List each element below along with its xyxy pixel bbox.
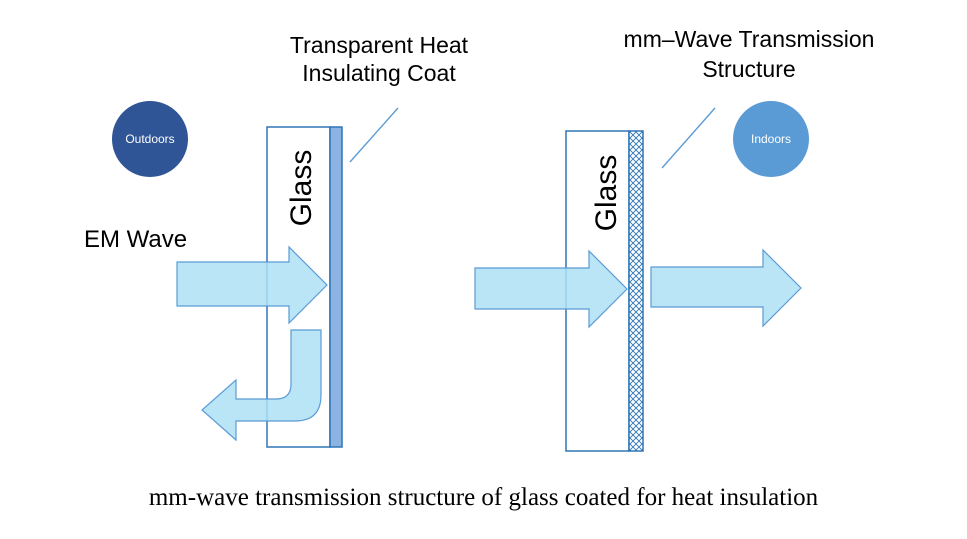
- coat-label-line1: Transparent Heat: [290, 32, 469, 58]
- outdoors-label: Outdoors: [125, 132, 174, 146]
- left-incoming-arrow: [176, 245, 328, 325]
- right-incoming-arrow: [474, 249, 628, 329]
- mmwave-label-line1: mm–Wave Transmission: [624, 26, 875, 52]
- heat-insulating-coat: [329, 126, 343, 448]
- left-glass-label: Glass: [285, 150, 318, 227]
- em-wave-label: EM Wave: [84, 226, 187, 253]
- right-transmitted-arrow: [650, 248, 802, 328]
- indoors-badge: Indoors: [733, 101, 809, 177]
- mmwave-transmission-structure: [628, 130, 644, 452]
- left-reflected-arrow: [201, 329, 322, 442]
- figure-caption: mm-wave transmission structure of glass …: [148, 484, 819, 511]
- right-glass-label: Glass: [590, 155, 623, 232]
- mmwave-pointer-line: [661, 107, 716, 169]
- outdoors-badge: Outdoors: [112, 101, 188, 177]
- coat-label-line2: Insulating Coat: [302, 60, 456, 86]
- indoors-label: Indoors: [751, 132, 791, 146]
- mmwave-label-line2: Structure: [702, 56, 795, 82]
- coat-pointer-line: [349, 107, 399, 163]
